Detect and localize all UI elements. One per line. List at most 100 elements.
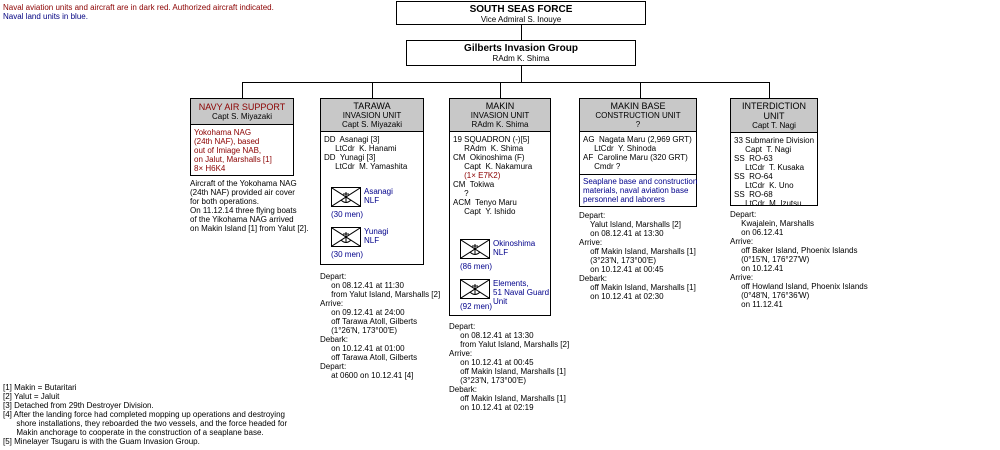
note-line: off Tarawa Atoll, Gilberts bbox=[320, 353, 418, 362]
connector-makin bbox=[500, 82, 501, 98]
note-line: (3°23'N, 173°00'E) bbox=[449, 376, 527, 385]
ship-line: SS RO-63 bbox=[734, 154, 773, 163]
ship-line: LtCdr T. Kusaka bbox=[734, 163, 805, 172]
naval-guard-unit: Elements, 51 Naval Guard Unit (92 men) bbox=[460, 279, 550, 313]
asanagi-nlf-label: Asanagi NLF bbox=[364, 187, 393, 205]
navy-air-support-box: NAVY AIR SUPPORT Capt S. Miyazaki Yokoha… bbox=[190, 98, 294, 176]
footnote: [5] Minelayer Tsugaru is with the Guam I… bbox=[3, 437, 200, 446]
aircraft-line: (1× E7K2) bbox=[453, 171, 501, 180]
ship-line: SS RO-64 bbox=[734, 172, 773, 181]
connector-interdiction bbox=[769, 82, 770, 98]
cargo-line: materials, naval aviation base bbox=[583, 186, 689, 195]
note-line: off Makin Island, Marshalls [1] bbox=[579, 283, 696, 292]
base-title-2: CONSTRUCTION UNIT bbox=[595, 111, 681, 120]
tarawa-title-1: TARAWA bbox=[353, 101, 391, 111]
makin-commander: RAdm K. Shima bbox=[471, 120, 529, 129]
yunagi-nlf-unit: Yunagi NLF (30 men) bbox=[331, 227, 421, 261]
interdiction-notes: Depart: Kwajalein, Marshalls on 06.12.41… bbox=[730, 210, 868, 309]
ship-line: AG Nagata Maru (2,969 GRT) bbox=[583, 135, 692, 144]
note-line: off Howland Island, Phoenix Islands bbox=[730, 282, 868, 291]
makin-title-2: INVASION UNIT bbox=[470, 111, 530, 120]
note-line: off Tarawa Atoll, Gilberts bbox=[320, 317, 418, 326]
okinoshima-nlf-label: Okinoshima NLF bbox=[493, 239, 536, 257]
note-line: from Yalut Island, Marshalls [2] bbox=[320, 290, 441, 299]
makin-notes: Depart: on 08.12.41 at 13:30 from Yalut … bbox=[449, 322, 569, 412]
note-line: off Baker Island, Phoenix Islands bbox=[730, 246, 858, 255]
note-line: on 11.12.41 bbox=[730, 300, 783, 309]
tarawa-invasion-unit-box: TARAWA INVASION UNIT Capt S. Miyazaki DD… bbox=[320, 98, 424, 265]
ship-line: LtCdr K. Hanami bbox=[324, 144, 397, 153]
gilberts-group-box: Gilberts Invasion Group RAdm K. Shima bbox=[406, 40, 636, 66]
note-line: of the Yikohama NAG arrived bbox=[190, 215, 294, 224]
connector-tarawa bbox=[372, 82, 373, 98]
legend-land: Naval land units in blue. bbox=[3, 12, 88, 21]
note-line: at 0600 on 10.12.41 [4] bbox=[320, 371, 414, 380]
ship-line: SS RO-68 bbox=[734, 190, 773, 199]
note-line: Depart: bbox=[730, 210, 757, 219]
ship-line: RAdm K. Shima bbox=[453, 144, 524, 153]
ship-line: LtCdr K. Uno bbox=[734, 181, 794, 190]
base-notes: Depart: Yalut Island, Marshalls [2] on 0… bbox=[579, 211, 696, 301]
interdiction-commander: Capt T. Nagi bbox=[752, 121, 796, 130]
note-line: (3°23'N, 173°00'E) bbox=[579, 256, 657, 265]
air-commander: Capt S. Miyazaki bbox=[211, 112, 273, 121]
footnote: [1] Makin = Butaritari bbox=[3, 383, 77, 392]
south-seas-force-title: SOUTH SEAS FORCE bbox=[469, 4, 573, 15]
note-line: Debark: bbox=[449, 385, 478, 394]
yunagi-nlf-label: Yunagi NLF bbox=[364, 227, 389, 245]
note-line: (24th NAF) provided air cover bbox=[190, 188, 295, 197]
note-line: Arrive: bbox=[320, 299, 344, 308]
ship-line: CM Okinoshima (F) bbox=[453, 153, 525, 162]
yunagi-nlf-men: (30 men) bbox=[331, 250, 364, 259]
ship-line: 33 Submarine Division bbox=[734, 136, 815, 145]
interdiction-title: INTERDICTION UNIT bbox=[742, 101, 806, 121]
okinoshima-nlf-unit: Okinoshima NLF (86 men) bbox=[460, 239, 550, 273]
note-line: Arrive: bbox=[730, 273, 754, 282]
makin-invasion-unit-box: MAKIN INVASION UNIT RAdm K. Shima 19 SQU… bbox=[449, 98, 551, 316]
connector-top-group bbox=[521, 24, 522, 40]
ship-line: Cmdr ? bbox=[583, 162, 621, 171]
ship-line: DD Yunagi [3] bbox=[324, 153, 376, 162]
gilberts-group-commander: RAdm K. Shima bbox=[492, 54, 550, 63]
air-line: Yokohama NAG bbox=[194, 128, 252, 137]
ship-line: CM Tokiwa bbox=[453, 180, 495, 189]
naval-guard-men: (92 men) bbox=[460, 302, 493, 311]
footnote: [2] Yalut = Jaluit bbox=[3, 392, 60, 401]
air-line: 8× H6K4 bbox=[194, 164, 226, 173]
note-line: on 09.12.41 at 24:00 bbox=[320, 308, 405, 317]
note-line: Arrive: bbox=[730, 237, 754, 246]
note-line: Depart: bbox=[449, 322, 476, 331]
note-line: Aircraft of the Yokohama NAG bbox=[190, 179, 297, 188]
naval-guard-label: Elements, 51 Naval Guard Unit bbox=[493, 279, 550, 306]
base-body: AG Nagata Maru (2,969 GRT) LtCdr Y. Shin… bbox=[580, 132, 696, 174]
south-seas-force-commander: Vice Admiral S. Inouye bbox=[480, 15, 562, 24]
note-line: (0°15'N, 176°27'W) bbox=[730, 255, 810, 264]
connector-base bbox=[640, 82, 641, 98]
note-line: on 10.12.41 bbox=[730, 264, 784, 273]
connector-air bbox=[242, 82, 243, 98]
note-line: Depart: bbox=[320, 272, 347, 281]
note-line: Depart: bbox=[320, 362, 347, 371]
note-line: off Makin Island, Marshalls [1] bbox=[579, 247, 696, 256]
interdiction-unit-box: INTERDICTION UNIT Capt T. Nagi 33 Submar… bbox=[730, 98, 818, 208]
note-line: on 10.12.41 at 02:30 bbox=[579, 292, 664, 301]
ship-line: Capt T. Nagi bbox=[734, 145, 792, 154]
connector-bus bbox=[242, 82, 769, 83]
air-notes: Aircraft of the Yokohama NAG (24th NAF) … bbox=[190, 179, 308, 233]
ship-line: ? bbox=[453, 189, 469, 198]
infantry-anchor-icon bbox=[460, 279, 490, 299]
ship-line: AF Caroline Maru (320 GRT) bbox=[583, 153, 688, 162]
ship-line: Capt K. Nakamura bbox=[453, 162, 533, 171]
makin-base-construction-box: MAKIN BASE CONSTRUCTION UNIT ? AG Nagata… bbox=[579, 98, 697, 207]
air-line: out of Imiage NAB, bbox=[194, 146, 262, 155]
ship-line: LtCdr Y. Shinoda bbox=[583, 144, 657, 153]
air-title: NAVY AIR SUPPORT bbox=[198, 102, 286, 112]
tarawa-notes: Depart: on 08.12.41 at 11:30 from Yalut … bbox=[320, 272, 440, 380]
legend-aviation: Naval aviation units and aircraft are in… bbox=[3, 3, 274, 12]
footnote: [3] Detached from 29th Destroyer Divisio… bbox=[3, 401, 154, 410]
footnotes: [1] Makin = Butaritari [2] Yalut = Jalui… bbox=[3, 383, 287, 446]
note-line: off Makin Island, Marshalls [1] bbox=[449, 394, 566, 403]
note-line: Yalut Island, Marshalls [2] bbox=[579, 220, 681, 229]
note-line: Debark: bbox=[579, 274, 608, 283]
footnote: shore installations, they reboarded the … bbox=[3, 419, 288, 428]
